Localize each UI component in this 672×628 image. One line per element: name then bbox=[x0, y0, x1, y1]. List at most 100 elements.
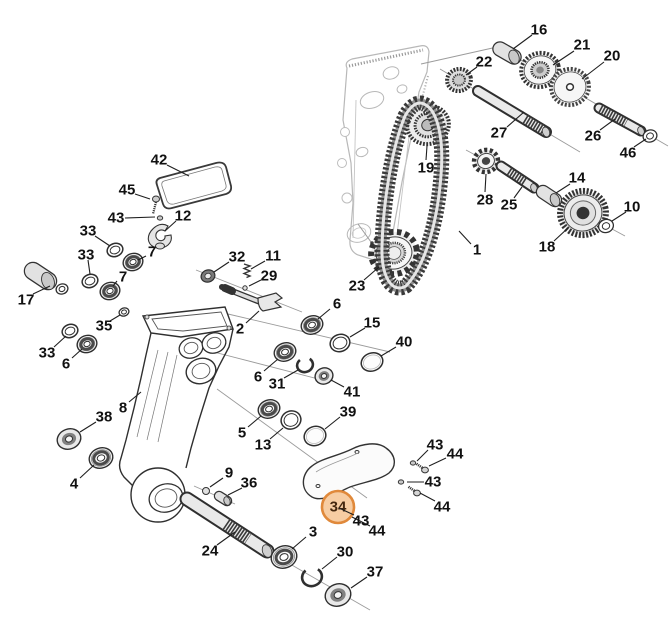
part-label-25[interactable]: 25 bbox=[501, 197, 518, 214]
bearing-3 bbox=[270, 545, 298, 569]
housing-bore-large bbox=[185, 357, 217, 385]
part-label-43[interactable]: 43 bbox=[108, 210, 125, 227]
part-label-37[interactable]: 37 bbox=[367, 564, 384, 581]
leader-line-33 bbox=[94, 235, 111, 247]
part-label-10[interactable]: 10 bbox=[624, 199, 641, 216]
part-label-44[interactable]: 44 bbox=[369, 523, 386, 540]
part-label-39[interactable]: 39 bbox=[340, 404, 357, 421]
shaft-25 bbox=[495, 160, 540, 194]
bearing-3-detail bbox=[274, 548, 294, 566]
part-label-7[interactable]: 7 bbox=[148, 244, 156, 261]
part-label-31[interactable]: 31 bbox=[269, 376, 286, 393]
housing-flange-bolt bbox=[226, 325, 232, 331]
ring-33-detail bbox=[109, 245, 121, 255]
bearing-3-detail bbox=[272, 547, 296, 567]
axis-line bbox=[420, 46, 498, 65]
gasket-inner bbox=[161, 166, 227, 205]
leader-line-19 bbox=[425, 145, 428, 161]
highlight-label-34[interactable]: 34 bbox=[330, 499, 347, 516]
part-label-43[interactable]: 43 bbox=[353, 513, 370, 530]
part-label-44[interactable]: 44 bbox=[434, 499, 451, 516]
part-label-35[interactable]: 35 bbox=[96, 318, 113, 335]
bearing-7-detail bbox=[106, 287, 114, 295]
nut-43 bbox=[397, 479, 405, 485]
part-label-17[interactable]: 17 bbox=[18, 292, 35, 309]
part-label-40[interactable]: 40 bbox=[396, 334, 413, 351]
snapring-30-detail bbox=[300, 566, 324, 588]
leader-line-30 bbox=[321, 556, 338, 570]
part-label-38[interactable]: 38 bbox=[96, 409, 113, 426]
part-label-45[interactable]: 45 bbox=[119, 182, 136, 199]
part-label-33[interactable]: 33 bbox=[78, 247, 95, 264]
bushing-32-detail bbox=[204, 272, 212, 280]
part-label-14[interactable]: 14 bbox=[569, 170, 586, 187]
part-label-7[interactable]: 7 bbox=[119, 269, 127, 286]
leader-line-7 bbox=[112, 280, 118, 287]
leader-line-8 bbox=[128, 391, 142, 403]
ring-33 bbox=[106, 242, 124, 258]
leader-line-18 bbox=[553, 227, 569, 242]
part-label-44[interactable]: 44 bbox=[447, 446, 464, 463]
ring-33-detail bbox=[64, 326, 76, 336]
part-label-6[interactable]: 6 bbox=[62, 356, 70, 373]
part-label-30[interactable]: 30 bbox=[337, 544, 354, 561]
cover-plate-34-outline bbox=[302, 443, 395, 500]
part-label-43[interactable]: 43 bbox=[425, 474, 442, 491]
part-label-3[interactable]: 3 bbox=[309, 524, 317, 541]
part-label-15[interactable]: 15 bbox=[364, 315, 381, 332]
leader-line-28 bbox=[484, 173, 487, 193]
part-label-36[interactable]: 36 bbox=[241, 475, 258, 492]
part-label-27[interactable]: 27 bbox=[491, 125, 508, 142]
leader-line-27 bbox=[506, 111, 525, 128]
bearing-4-detail bbox=[92, 450, 110, 466]
seal-41-detail bbox=[320, 373, 328, 379]
highlight-circle-34[interactable] bbox=[320, 489, 356, 525]
part-label-5[interactable]: 5 bbox=[238, 425, 246, 442]
part-label-13[interactable]: 13 bbox=[255, 437, 272, 454]
part-label-4[interactable]: 4 bbox=[70, 476, 79, 493]
ghost-housing-lug bbox=[340, 127, 350, 137]
part-label-24[interactable]: 24 bbox=[202, 543, 219, 560]
part-label-18[interactable]: 18 bbox=[539, 239, 556, 256]
bearing-3-detail bbox=[279, 553, 289, 561]
screw-44-shaft bbox=[415, 462, 425, 471]
disc-40-detail bbox=[363, 354, 381, 370]
ring-15-detail bbox=[332, 336, 348, 350]
leader-line-43 bbox=[416, 449, 429, 462]
part-label-33[interactable]: 33 bbox=[80, 223, 97, 240]
part-label-42[interactable]: 42 bbox=[151, 152, 168, 169]
part-label-6[interactable]: 6 bbox=[254, 369, 262, 386]
bearing-6-detail bbox=[281, 348, 289, 356]
part-label-16[interactable]: 16 bbox=[531, 22, 548, 39]
part-label-32[interactable]: 32 bbox=[229, 249, 246, 266]
ghost-housing-inner-left bbox=[352, 99, 357, 239]
leader-line-46 bbox=[633, 138, 647, 148]
leader-line-40 bbox=[380, 346, 397, 357]
part-label-12[interactable]: 12 bbox=[175, 208, 192, 225]
part-label-21[interactable]: 21 bbox=[574, 37, 591, 54]
part-label-26[interactable]: 26 bbox=[585, 128, 602, 145]
part-label-33[interactable]: 33 bbox=[39, 345, 56, 362]
leader-line-1 bbox=[458, 230, 472, 245]
part-label-43[interactable]: 43 bbox=[427, 437, 444, 454]
part-label-28[interactable]: 28 bbox=[477, 192, 494, 209]
part-label-9[interactable]: 9 bbox=[225, 465, 233, 482]
part-label-46[interactable]: 46 bbox=[620, 145, 637, 162]
part-label-11[interactable]: 11 bbox=[265, 248, 281, 265]
part-label-41[interactable]: 41 bbox=[344, 384, 361, 401]
plug-36 bbox=[213, 490, 233, 507]
disc-39-detail bbox=[305, 428, 325, 444]
part-label-22[interactable]: 22 bbox=[476, 54, 493, 71]
part-label-23[interactable]: 23 bbox=[349, 278, 366, 295]
part-label-1[interactable]: 1 bbox=[473, 242, 481, 259]
gear-20 bbox=[549, 66, 591, 108]
bearing-7 bbox=[99, 281, 121, 301]
bushing-14 bbox=[535, 184, 563, 208]
part-label-6[interactable]: 6 bbox=[333, 296, 341, 313]
part-label-2[interactable]: 2 bbox=[236, 321, 244, 338]
part-label-20[interactable]: 20 bbox=[604, 48, 621, 65]
part-label-8[interactable]: 8 bbox=[119, 400, 127, 417]
part-label-29[interactable]: 29 bbox=[261, 268, 278, 285]
part-label-19[interactable]: 19 bbox=[418, 160, 435, 177]
